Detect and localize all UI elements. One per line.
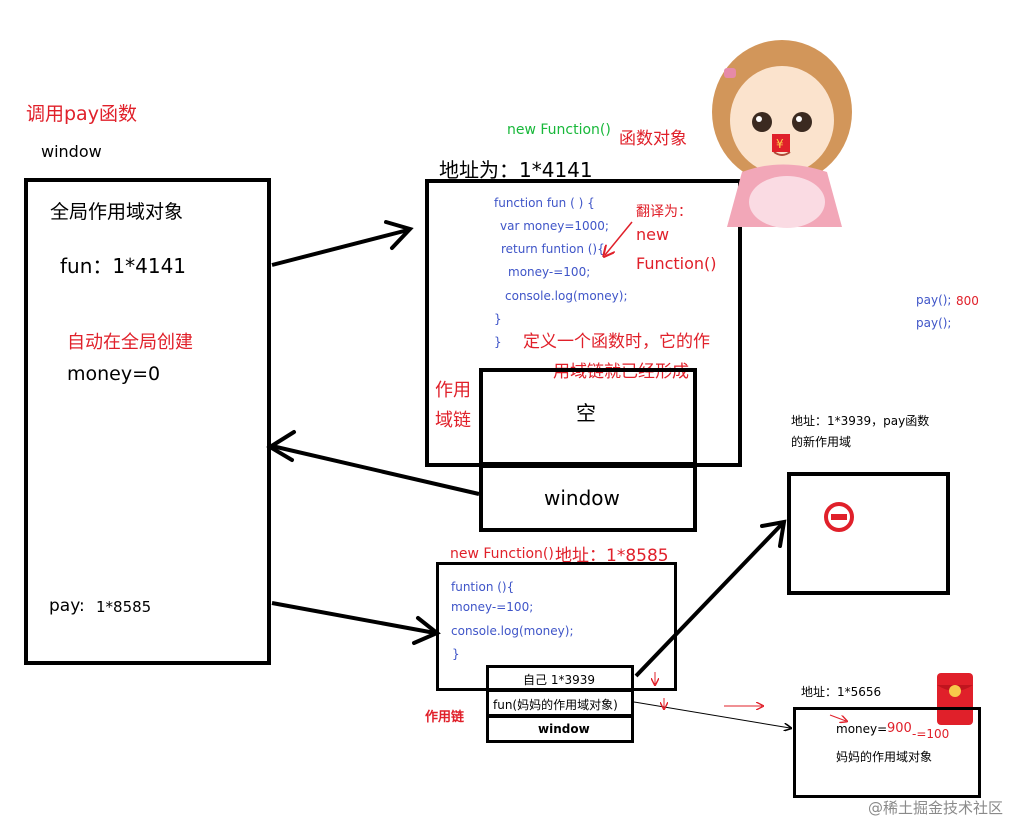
fun-object-label: 函数对象 <box>619 129 687 149</box>
chain-window-box <box>479 464 697 532</box>
inner-chain-parent: fun(妈妈的作用域对象) <box>493 698 618 712</box>
pay-call-result: 800 <box>956 294 979 308</box>
global-scope-box <box>24 178 271 665</box>
red-small-arrow <box>829 714 846 721</box>
inner-chain-window: window <box>538 722 590 736</box>
mom-money-label: money= <box>836 722 888 736</box>
chain-empty-label: 空 <box>576 401 596 425</box>
window-label: window <box>41 142 102 161</box>
pay-scope-line-2: 的新作用域 <box>791 435 852 449</box>
arrow-window-to-global <box>271 444 480 496</box>
global-pay-label: pay: <box>49 596 85 616</box>
pay-scope-box <box>787 472 950 595</box>
arrow-pay-to-inner <box>271 601 436 635</box>
mom-scope-label: 妈妈的作用域对象 <box>836 750 933 764</box>
pay-scope-line-1: 地址：1*3939，pay函数 <box>791 414 930 428</box>
scope-chain-label-1: 作用 <box>435 380 471 401</box>
watermark: @稀土掘金技术社区 <box>868 799 1004 817</box>
inner-code-line: console.log(money); <box>451 624 574 638</box>
inner-chain-window-box <box>486 715 634 743</box>
red-envelope-icon <box>937 673 973 725</box>
pay-call-1: pay(); <box>916 293 952 307</box>
fun-code-line: money-=100; <box>508 265 591 279</box>
scope-chain-note-2: 用域链就已经形成 <box>553 362 689 382</box>
inner-code-line: } <box>452 647 460 661</box>
chain-window-label: window <box>544 486 620 510</box>
arrow-global-to-fun-head <box>384 220 414 250</box>
no-entry-icon <box>824 502 854 532</box>
inner-chain-label: 作用链 <box>425 710 465 725</box>
fun-new-function-label: new Function() <box>507 122 611 138</box>
fun-code-line: var money=1000; <box>500 219 609 233</box>
svg-text:¥: ¥ <box>776 137 784 151</box>
inner-new-function-label: new Function() <box>450 546 554 562</box>
translate-arrow <box>605 221 633 255</box>
page-title: 调用pay函数 <box>26 103 137 125</box>
inner-code-line: money-=100; <box>451 600 534 614</box>
global-pay-address: 1*8585 <box>96 598 152 616</box>
scope-chain-note-1: 定义一个函数时，它的作 <box>523 332 710 352</box>
fun-code-line: return funtion (){ <box>501 242 605 256</box>
global-scope-title: 全局作用域对象 <box>50 201 184 223</box>
auto-create-note: 自动在全局创建 <box>67 332 193 353</box>
inner-chain-self: 自己 1*3939 <box>523 673 595 687</box>
pay-call-2: pay(); <box>916 316 952 330</box>
fun-code-line: function fun ( ) { <box>494 196 595 210</box>
arrow-self-to-pay-scope-head <box>760 519 787 548</box>
scope-chain-label-2: 域链 <box>435 410 471 431</box>
fun-address: 地址为：1*4141 <box>439 158 593 182</box>
translate-value-2: Function() <box>636 254 717 273</box>
arrow-global-to-fun <box>271 228 409 267</box>
translate-label: 翻译为： <box>636 204 692 220</box>
arrow-self-to-pay-scope <box>634 522 784 678</box>
global-money: money=0 <box>67 363 161 385</box>
translate-value-1: new <box>636 225 670 244</box>
girl-illustration: ¥ <box>712 40 852 228</box>
mom-money-value: 900 <box>887 721 912 736</box>
fun-code-line: } <box>494 335 502 349</box>
arrow-pay-to-inner-head <box>412 616 441 645</box>
mom-money-minus: -=100 <box>912 727 950 741</box>
inner-code-line: funtion (){ <box>451 580 515 594</box>
global-fun-entry: fun：1*4141 <box>60 254 187 278</box>
mom-scope-box <box>793 707 981 798</box>
fun-code-line: } <box>494 312 502 326</box>
arrow-parent-to-mom-scope <box>633 701 790 728</box>
mom-scope-address: 地址：1*5656 <box>801 685 882 699</box>
inner-fun-address: 地址：1*8585 <box>555 546 669 566</box>
fun-code-line: console.log(money); <box>505 289 628 303</box>
arrow-window-to-global-head <box>266 430 296 462</box>
